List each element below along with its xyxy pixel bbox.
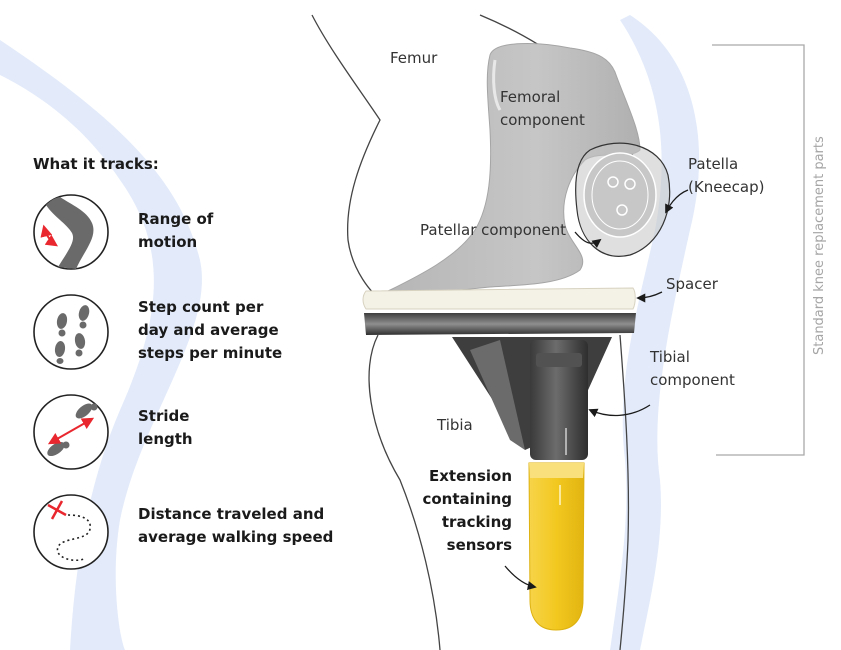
- spacer-arrow: [636, 291, 663, 303]
- track-text: motion: [138, 233, 198, 251]
- label-tibial-component: Tibial component: [650, 346, 735, 392]
- track-text: average walking speed: [138, 528, 334, 546]
- patellar-peg-3: [616, 204, 628, 216]
- tibial-plate: [364, 313, 636, 335]
- bracket-label: Standard knee replacement parts: [812, 136, 827, 355]
- label-line: component: [500, 111, 585, 129]
- leg-shadow-right: [610, 15, 700, 650]
- distance-path-icon: [33, 494, 109, 570]
- label-extension: Extension containing tracking sensors: [410, 465, 512, 557]
- footsteps-icon: [33, 294, 109, 370]
- tibial-arrow: [588, 404, 651, 418]
- label-line: tracking: [441, 513, 512, 531]
- label-tibia: Tibia: [437, 416, 473, 434]
- track-text: steps per minute: [138, 344, 283, 362]
- bracket: [712, 44, 805, 456]
- label-spacer: Spacer: [666, 275, 718, 293]
- patellar-peg-2: [624, 178, 636, 190]
- spacer: [362, 287, 636, 310]
- track-item-stride-length: Stride length: [138, 405, 193, 451]
- knee-range-icon: [33, 194, 109, 270]
- label-line: sensors: [446, 536, 512, 554]
- leg-shadow-left: [0, 40, 202, 650]
- track-text: length: [138, 430, 193, 448]
- track-item-distance: Distance traveled and average walking sp…: [138, 503, 333, 549]
- keel-facet: [470, 340, 525, 450]
- patellar-ring: [591, 160, 649, 230]
- tibia-outline-right: [619, 334, 630, 650]
- femoral-highlight: [492, 59, 502, 111]
- femoral-component: [379, 43, 641, 296]
- patellar-component-arrow: [574, 231, 602, 249]
- label-line: containing: [422, 490, 512, 508]
- label-line: component: [650, 371, 735, 389]
- track-text: Distance traveled and: [138, 505, 325, 523]
- stem-collar: [536, 353, 582, 367]
- label-femur: Femur: [390, 49, 438, 67]
- extension-arrow: [504, 565, 537, 591]
- track-text: Range of: [138, 210, 214, 228]
- label-line: Extension: [429, 467, 512, 485]
- label-line: Patella: [688, 155, 739, 173]
- patellar-peg-1: [607, 176, 619, 188]
- label-line: Femoral: [500, 88, 561, 106]
- tibia-outline-left: [368, 334, 441, 650]
- label-line: Tibial: [650, 348, 690, 366]
- label-femoral-component: Femoral component: [500, 86, 585, 132]
- stride-icon: [33, 394, 109, 470]
- extension-cap: [529, 463, 584, 478]
- patella-arrow: [665, 189, 689, 214]
- label-patellar-component: Patellar component: [420, 221, 566, 239]
- patellar-component: [583, 152, 657, 238]
- femur-outline: [311, 14, 383, 301]
- label-line: (Kneecap): [688, 178, 765, 196]
- track-text: day and average: [138, 321, 279, 339]
- sensor-extension: [528, 462, 585, 631]
- track-item-range-of-motion: Range of motion: [138, 208, 213, 254]
- track-text: Stride: [138, 407, 190, 425]
- tibial-stem: [530, 340, 588, 460]
- tracks-heading: What it tracks:: [33, 155, 159, 173]
- track-item-step-count: Step count per day and average steps per…: [138, 296, 282, 365]
- label-patella: Patella (Kneecap): [688, 153, 764, 199]
- track-text: Step count per: [138, 298, 264, 316]
